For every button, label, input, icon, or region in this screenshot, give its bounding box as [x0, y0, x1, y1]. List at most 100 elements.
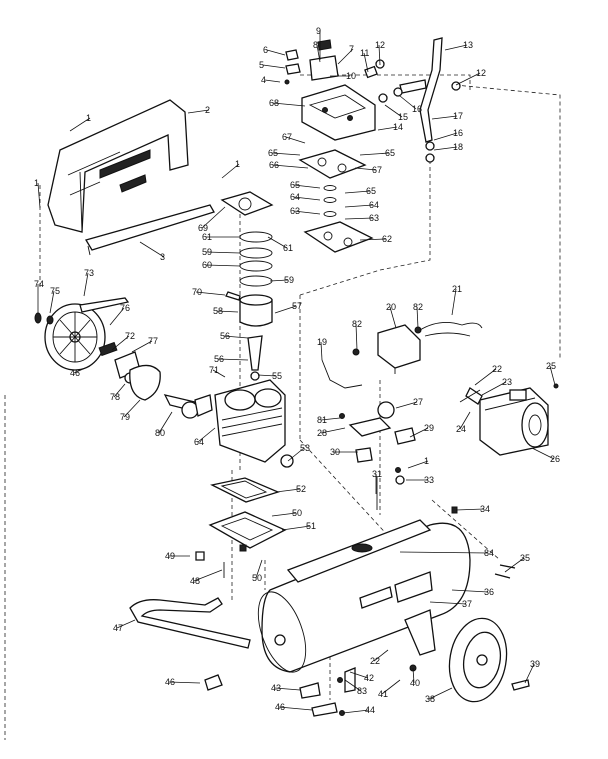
part-callout: 26: [550, 454, 560, 464]
part-callout: 20: [386, 302, 396, 312]
leader-line: [344, 204, 374, 208]
leader-line: [264, 79, 281, 83]
leader-line: [344, 217, 374, 220]
part-callout: 21: [452, 284, 462, 294]
valve-plates: [298, 149, 374, 253]
part-callout: 18: [453, 142, 463, 152]
leader-line: [433, 146, 458, 151]
leader-line: [344, 679, 362, 692]
part-callout: 61: [202, 232, 212, 242]
leader-line: [377, 126, 398, 131]
leader-line: [389, 306, 397, 329]
part-callout: 22: [370, 656, 380, 666]
part-callout: 12: [476, 68, 486, 78]
leader-line: [320, 427, 346, 434]
leader-line: [504, 557, 525, 573]
leader-line: [354, 167, 377, 171]
part-callout: 38: [425, 694, 435, 704]
leader-line: [524, 663, 535, 684]
part-callout: 2: [205, 105, 210, 115]
leader-line: [113, 383, 126, 398]
leader-line: [111, 335, 130, 351]
part-callout: 75: [50, 286, 60, 296]
part-callout: 59: [202, 247, 212, 257]
leader-line: [373, 649, 389, 662]
part-callout: 37: [462, 599, 472, 609]
part-callout: 31: [372, 469, 382, 479]
part-callout: 66: [269, 160, 279, 170]
part-callout: 42: [364, 673, 374, 683]
part-callout: 48: [190, 576, 200, 586]
part-callout: 72: [125, 331, 135, 341]
part-callout: 47: [113, 623, 123, 633]
leader-line: [412, 667, 415, 684]
part-callout: 71: [209, 365, 219, 375]
part-callout: 56: [220, 331, 230, 341]
leader-line: [116, 619, 136, 629]
leader-line: [531, 447, 555, 460]
leader-line: [275, 488, 301, 493]
leader-line: [255, 559, 263, 579]
leader-line: [123, 399, 141, 418]
part-callout: 23: [502, 377, 512, 387]
part-callout: 57: [292, 301, 302, 311]
part-callout: 19: [317, 337, 327, 347]
air-tank: [257, 519, 471, 716]
leader-line: [407, 460, 429, 469]
part-callout: 55: [272, 371, 282, 381]
part-callout: 1: [235, 159, 240, 169]
leader-line: [266, 49, 286, 56]
part-callout: 28: [317, 428, 327, 438]
part-callout: 12: [375, 40, 385, 50]
part-callout: 84: [484, 548, 494, 558]
part-callout: 16: [453, 128, 463, 138]
leader-line: [337, 48, 354, 65]
part-callout: 74: [34, 279, 44, 289]
leader-line: [271, 512, 297, 517]
leader-line: [217, 358, 249, 361]
part-callout: 46: [70, 368, 80, 378]
part-callout: 80: [155, 428, 165, 438]
part-callout: 52: [296, 484, 306, 494]
part-callout: 5: [259, 60, 264, 70]
leader-line: [223, 335, 249, 339]
leader-line: [131, 340, 153, 353]
leader-line: [451, 589, 489, 593]
callout-labels: 1211369616159605970575856565571747573767…: [34, 26, 560, 715]
leader-line: [316, 44, 321, 63]
part-callout: 1: [424, 456, 429, 466]
part-callout: 13: [463, 40, 473, 50]
leader-line: [205, 264, 241, 267]
piston-parts: [220, 191, 274, 381]
part-callout: 53: [300, 443, 310, 453]
part-callout: 65: [366, 186, 376, 196]
part-callout: 56: [214, 354, 224, 364]
leader-line: [428, 687, 453, 700]
part-callout: 34: [480, 504, 490, 514]
leader-line: [187, 109, 210, 114]
leader-line: [293, 210, 321, 215]
part-callout: 73: [84, 268, 94, 278]
part-callout: 15: [398, 112, 408, 122]
leader-line: [342, 709, 370, 714]
part-callout: 44: [365, 705, 375, 715]
leader-line: [459, 411, 471, 430]
part-callout: 51: [306, 521, 316, 531]
part-callout: 64: [369, 200, 379, 210]
part-callout: 25: [546, 361, 556, 371]
leader-line: [344, 190, 371, 194]
part-callout: 1: [86, 113, 91, 123]
part-callout: 17: [453, 111, 463, 121]
motor: [459, 383, 559, 456]
part-callout: 68: [269, 98, 279, 108]
part-callout: 41: [378, 689, 388, 699]
leader-line: [359, 238, 387, 241]
leader-line: [139, 241, 165, 258]
part-callout: 27: [413, 397, 423, 407]
part-callout: 35: [520, 553, 530, 563]
part-callout: 83: [357, 686, 367, 696]
part-callout: 79: [120, 412, 130, 422]
part-callout: 70: [192, 287, 202, 297]
part-callout: 3: [160, 252, 165, 262]
part-callout: 61: [283, 243, 293, 253]
